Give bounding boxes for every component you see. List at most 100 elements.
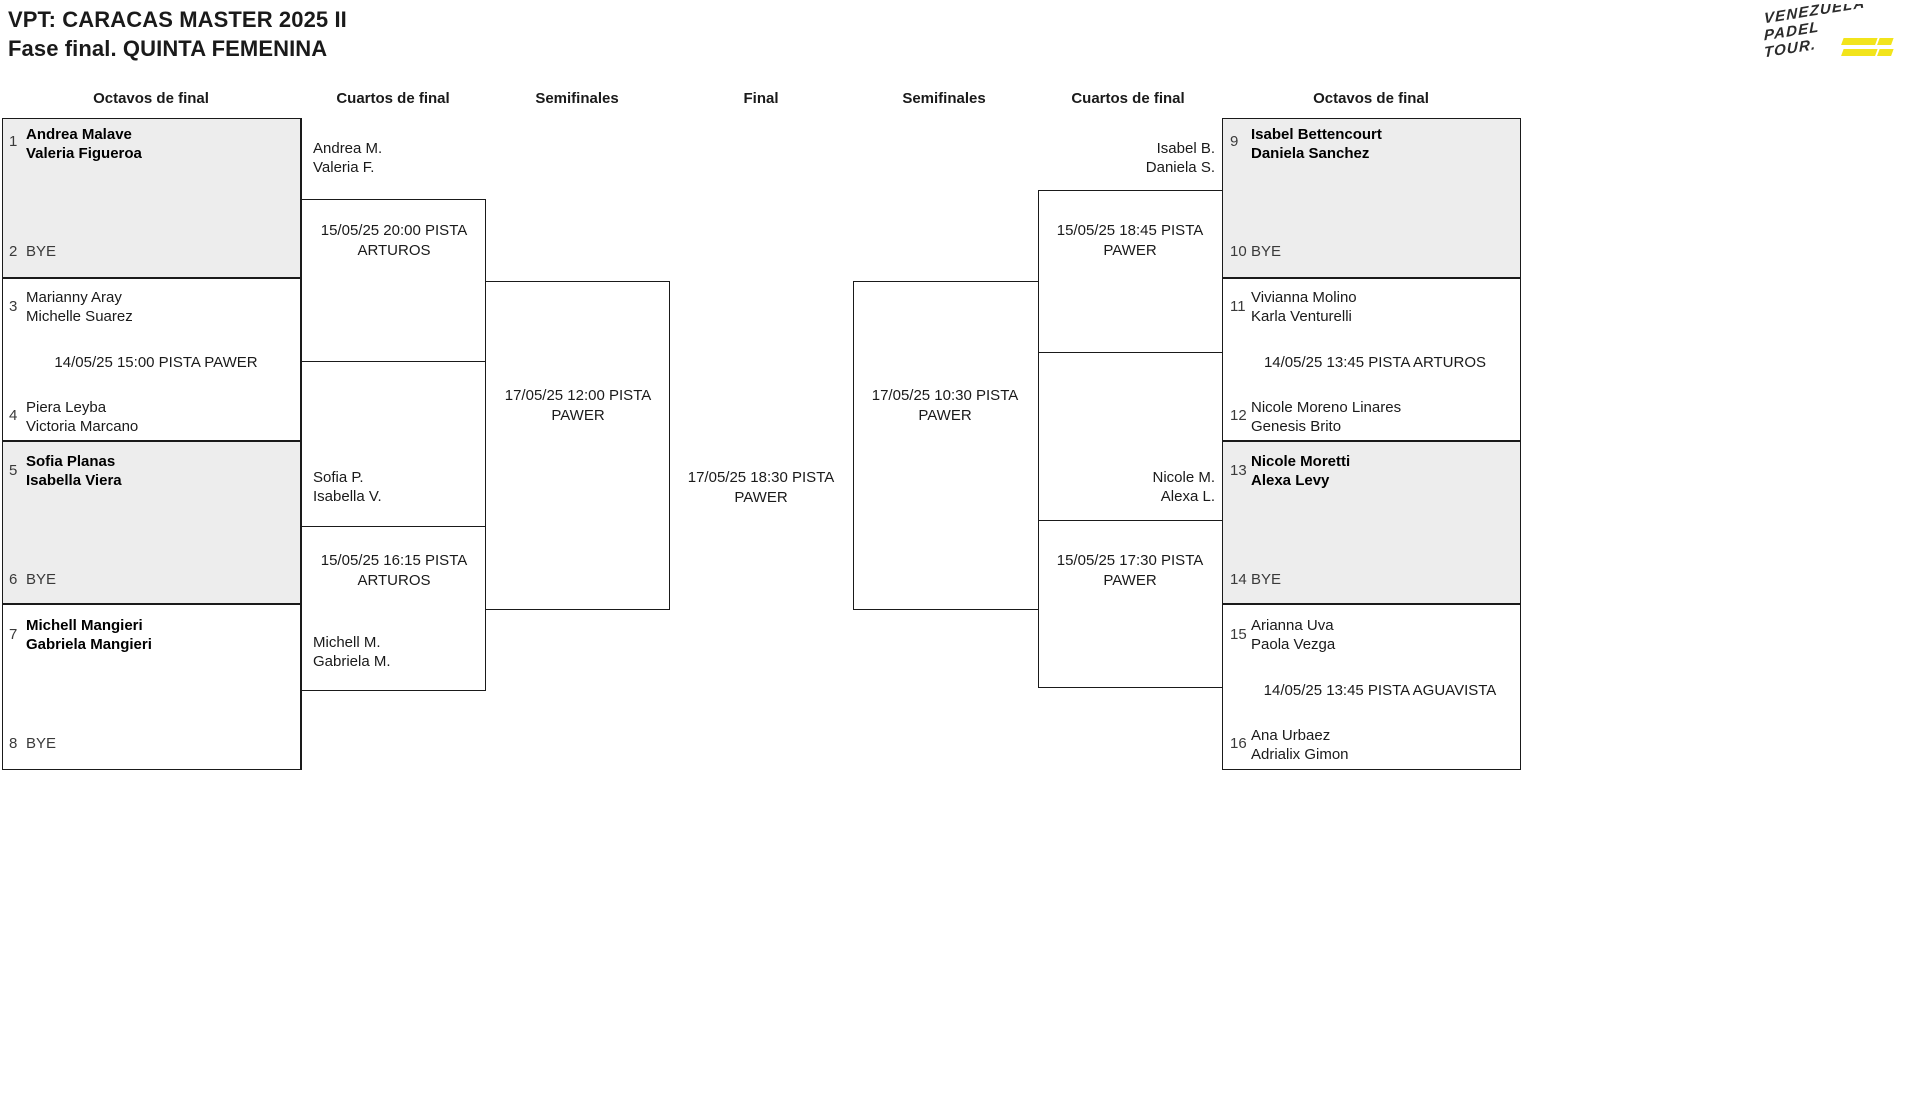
r16-match-label-3-4[interactable]: 14/05/25 15:00 PISTA PAWER [54,354,258,371]
player-name: Andrea M. [313,140,383,157]
r16-entry-15[interactable]: Arianna Uva Paola Vezga [1251,616,1335,654]
player-name: Isabel Bettencourt [1251,126,1382,143]
round-header-final: Final [743,90,779,107]
seed-number-4: 4 [9,407,18,424]
qf-entry-right-2[interactable]: Nicole M. Alexa L. [1043,468,1215,506]
r16-entry-4[interactable]: Piera Leyba Victoria Marcano [26,398,138,436]
player-name: Isabella V. [313,488,382,506]
player-name: Genesis Brito [1251,418,1342,436]
player-name: Michelle Suarez [26,308,133,326]
sf-box-left[interactable] [485,281,670,610]
qf-entry-right-1[interactable]: Isabel B. Daniela S. [1043,139,1215,177]
connector-left-qf-bot [301,691,302,770]
sf-match-label-left[interactable]: 17/05/25 12:00 PISTA PAWER [504,387,652,424]
qf-entry-left-1[interactable]: Andrea M. Valeria F. [313,139,382,177]
r16-block-5-6[interactable] [2,441,301,604]
r16-entry-11[interactable]: Vivianna Molino Karla Venturelli [1251,288,1357,326]
qf-match-label-right-2[interactable]: 15/05/25 17:30 PISTA PAWER [1056,552,1204,589]
qf-entry-left-2[interactable]: Sofia P. Isabella V. [313,468,382,506]
seed-number-7: 7 [9,626,18,643]
qf-box-left-top[interactable] [301,199,486,362]
player-name: Nicole M. [1152,469,1215,486]
seed-number-6: 6 [9,571,18,588]
connector-left-qf-top [301,118,302,200]
player-name: Nicole Moreno Linares [1251,399,1402,416]
r16-match-label-11-12[interactable]: 14/05/25 13:45 PISTA ARTUROS [1263,354,1487,371]
player-name: Ana Urbaez [1251,727,1331,744]
r16-block-15-16[interactable] [1222,604,1521,770]
player-name: Sofia P. [313,469,364,486]
title-line-2: Fase final. QUINTA FEMENINA [8,36,328,62]
player-name: Karla Venturelli [1251,308,1352,326]
r16-entry-1[interactable]: Andrea Malave Valeria Figueroa [26,125,142,163]
sf-box-right[interactable] [853,281,1039,610]
qf-match-label-right-1[interactable]: 15/05/25 18:45 PISTA PAWER [1056,222,1204,259]
player-name: Michell Mangieri [26,617,143,634]
player-name: Valeria Figueroa [26,145,142,163]
title-line-1: VPT: CARACAS MASTER 2025 II [8,7,347,32]
player-name: Arianna Uva [1251,617,1334,634]
seed-number-3: 3 [9,298,18,315]
player-name: Valeria F. [313,159,375,177]
player-name: Alexa Levy [1251,472,1330,490]
qf-box-right-bottom[interactable] [1038,520,1223,688]
seed-number-5: 5 [9,462,18,479]
round-header-left-qf: Cuartos de final [336,90,450,107]
seed-number-12: 12 [1230,407,1247,424]
player-name: Sofia Planas [26,453,116,470]
seed-number-2: 2 [9,243,18,260]
r16-block-9-10[interactable] [1222,118,1521,278]
r16-entry-16[interactable]: Ana Urbaez Adrialix Gimon [1251,726,1349,764]
r16-match-label-15-16[interactable]: 14/05/25 13:45 PISTA AGUAVISTA [1263,682,1497,699]
r16-entry-6: BYE [26,571,57,588]
round-header-right-qf: Cuartos de final [1071,90,1185,107]
r16-entry-8: BYE [26,735,57,752]
round-header-right-sf: Semifinales [902,90,986,107]
qf-match-label-left-2[interactable]: 15/05/25 16:15 PISTA ARTUROS [320,552,468,589]
round-header-left-sf: Semifinales [535,90,619,107]
r16-entry-7[interactable]: Michell Mangieri Gabriela Mangieri [26,616,152,654]
player-name: Daniela Sanchez [1251,145,1370,163]
qf-box-right-top[interactable] [1038,190,1223,353]
page-title: VPT: CARACAS MASTER 2025 II Fase final. … [8,5,347,64]
player-name: Marianny Aray [26,289,122,306]
seed-number-11: 11 [1230,298,1246,315]
player-name: Nicole Moretti [1251,453,1351,470]
player-name: Gabriela M. [313,653,391,671]
r16-entry-13[interactable]: Nicole Moretti Alexa Levy [1251,452,1350,490]
sf-match-label-right[interactable]: 17/05/25 10:30 PISTA PAWER [871,387,1019,424]
r16-block-11-12[interactable] [1222,278,1521,441]
r16-block-1-2[interactable] [2,118,301,278]
r16-entry-2: BYE [26,243,57,260]
player-name: Andrea Malave [26,126,132,143]
player-name: Piera Leyba [26,399,107,416]
r16-entry-12[interactable]: Nicole Moreno Linares Genesis Brito [1251,398,1401,436]
connector-left-qf-mid [301,362,302,527]
vpt-logo: VENEZUELA PADEL TOUR. [1760,4,1910,66]
round-header-left-r16: Octavos de final [93,90,209,107]
player-name: Adrialix Gimon [1251,746,1349,764]
r16-entry-9[interactable]: Isabel Bettencourt Daniela Sanchez [1251,125,1382,163]
player-name: Isabella Viera [26,472,122,490]
seed-number-16: 16 [1230,735,1247,752]
seed-number-8: 8 [9,735,18,752]
seed-number-1: 1 [9,133,18,150]
player-name: Vivianna Molino [1251,289,1357,306]
qf-entry-left-3[interactable]: Michell M. Gabriela M. [313,633,391,671]
seed-number-15: 15 [1230,626,1247,643]
round-header-right-r16: Octavos de final [1313,90,1429,107]
r16-block-3-4[interactable] [2,278,301,441]
player-name: Daniela S. [1145,159,1215,177]
r16-block-13-14[interactable] [1222,441,1521,604]
r16-entry-3[interactable]: Marianny Aray Michelle Suarez [26,288,133,326]
final-match-label[interactable]: 17/05/25 18:30 PISTA PAWER [687,469,835,506]
player-name: Paola Vezga [1251,636,1336,654]
seed-number-14: 14 [1230,571,1247,588]
seed-number-9: 9 [1230,133,1239,150]
r16-entry-5[interactable]: Sofia Planas Isabella Viera [26,452,122,490]
qf-match-label-left-1[interactable]: 15/05/25 20:00 PISTA ARTUROS [320,222,468,259]
player-name: Victoria Marcano [26,418,139,436]
player-name: Gabriela Mangieri [26,636,152,654]
r16-block-7-8[interactable] [2,604,301,770]
